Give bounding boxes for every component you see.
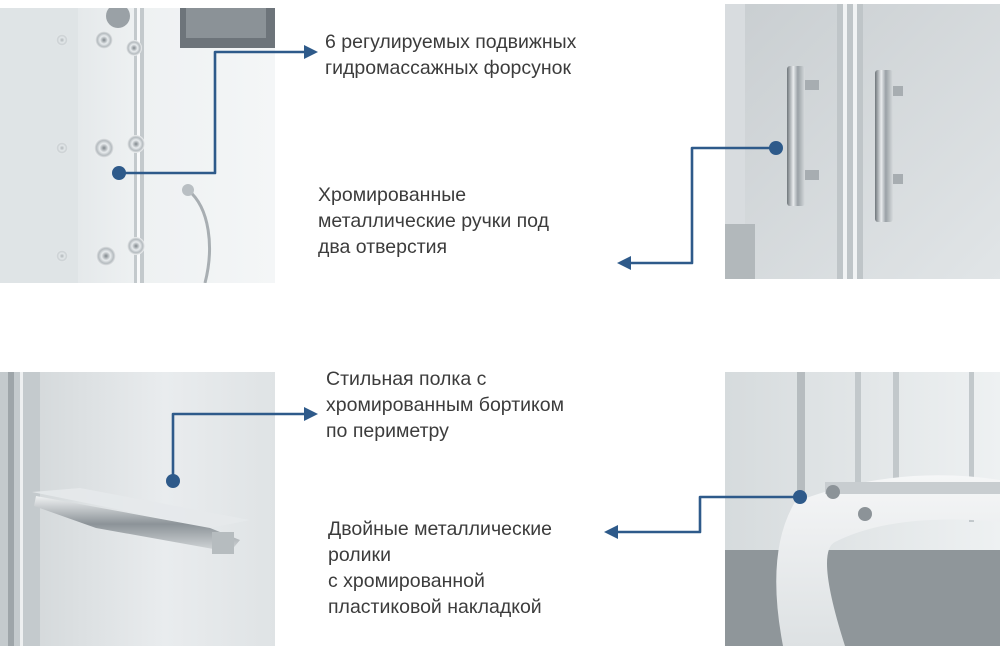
caption-line: металлические ручки под: [318, 210, 549, 232]
caption-line: два отверстия: [318, 236, 448, 258]
caption-line: гидромассажных форсунок: [325, 57, 572, 79]
caption-glass-shelf: Стильная полка с хромированным бортиком …: [326, 366, 564, 444]
caption-line: хромированным бортиком: [326, 394, 565, 416]
glass-shelf-photo: [0, 372, 275, 646]
arrowhead-right-icon: [304, 407, 318, 421]
caption-line: Стильная полка с: [326, 368, 487, 390]
caption-massage-jets: 6 регулируемых подвижных гидромассажных …: [325, 29, 576, 81]
caption-line: Двойные металлические: [328, 518, 552, 540]
caption-line: пластиковой накладкой: [328, 596, 542, 618]
arrowhead-left-icon: [604, 525, 618, 539]
caption-door-rollers: Двойные металлические ролики с хромирова…: [328, 516, 552, 620]
caption-line: по периметру: [326, 420, 449, 442]
caption-chrome-handles: Хромированные металлические ручки под дв…: [318, 182, 549, 260]
caption-line: с хромированной: [328, 570, 485, 592]
caption-line: 6 регулируемых подвижных: [325, 31, 577, 53]
massage-jets-photo: [0, 8, 275, 283]
door-rollers-photo: [725, 372, 1000, 646]
caption-line: Хромированные: [318, 184, 467, 206]
arrowhead-right-icon: [304, 45, 318, 59]
arrowhead-left-icon: [617, 256, 631, 270]
chrome-handles-photo: [725, 4, 1000, 279]
caption-line: ролики: [328, 544, 391, 566]
